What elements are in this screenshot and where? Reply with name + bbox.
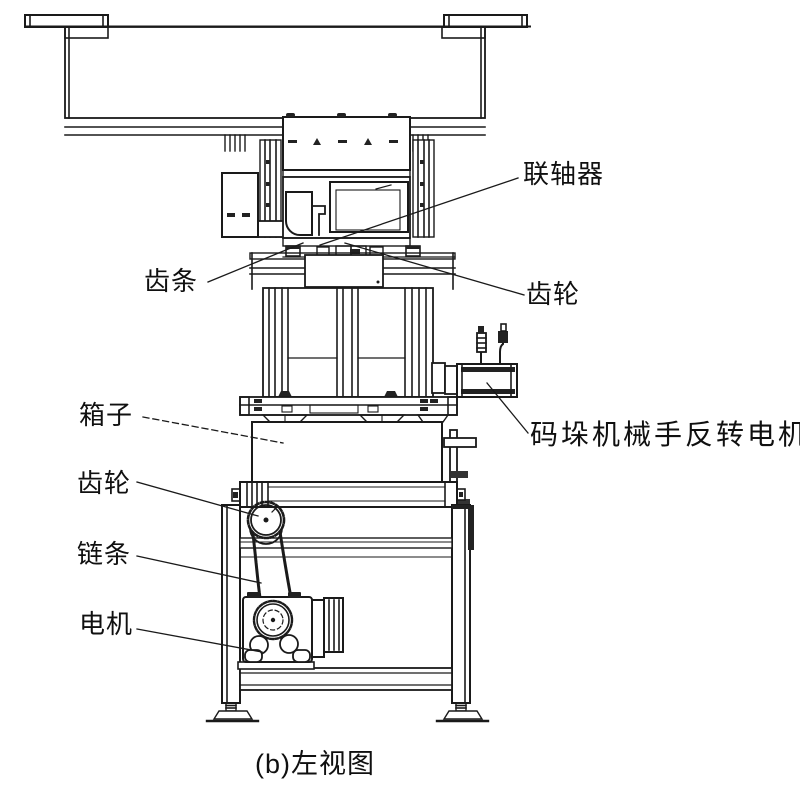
label-gear-left: 齿轮 [77, 468, 132, 498]
label-coupling: 联轴器 [523, 159, 605, 189]
figure-caption: (b)左视图 [255, 749, 375, 779]
label-motor: 电机 [79, 609, 134, 639]
leveling-foot-right [435, 702, 490, 723]
carriage-drawing [221, 113, 456, 258]
leveling-foot-left [205, 702, 260, 723]
base-plate-drawing [239, 391, 458, 423]
label-reverse-motor: 码垛机械手反转电机 [530, 419, 800, 450]
leader-gear-top [344, 242, 525, 296]
column-drawing [262, 287, 434, 398]
leader-motor [136, 628, 263, 653]
leader-coupling [319, 177, 519, 246]
leader-lines [136, 177, 529, 653]
reverse-motor-drawing [431, 323, 518, 398]
drive-motor-drawing [237, 592, 344, 670]
label-box: 箱子 [79, 400, 134, 430]
label-chain: 链条 [77, 539, 132, 569]
leader-box [142, 416, 284, 444]
label-gear-top: 齿轮 [526, 279, 581, 309]
top-platform-drawing [24, 14, 531, 152]
label-rack: 齿条 [144, 266, 199, 296]
leader-chain [136, 555, 262, 584]
leader-gear-left [136, 481, 259, 517]
leader-rack [207, 242, 304, 283]
roller-drawing [231, 481, 466, 508]
leader-reverse-motor [486, 382, 529, 434]
frame-drawing [205, 504, 490, 723]
gear-housing-drawing [249, 252, 456, 290]
